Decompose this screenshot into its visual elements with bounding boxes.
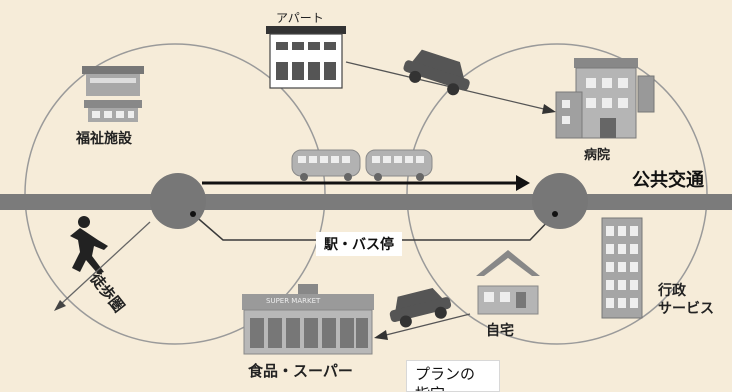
home-house-icon [476,250,540,315]
hospital-building-icon [555,58,655,139]
plan-popup-line1: プランの [415,365,476,383]
right-station-node [532,173,588,229]
plan-popup[interactable]: プランの 指定 [406,360,500,392]
welfare-facility-icon [82,66,144,122]
home-label: 自宅 [486,323,514,339]
government-label-line1: 行政 [658,283,686,299]
transit-arrow-head [516,175,530,191]
left-station-dot [190,211,196,217]
apartment-to-hospital-arrow [345,61,549,111]
bus-icon [291,149,361,181]
welfare-facility-label: 福祉施設 [76,131,132,147]
apartment-label: アパート [276,11,324,25]
car-icon [389,288,452,328]
hospital-label: 病院 [584,148,611,163]
bus-icon [365,149,433,181]
apartment-building-icon [266,26,346,89]
public-transport-label: 公共交通 [632,170,704,191]
supermarket-label: 食品・スーパー [248,362,353,380]
supermarket-building-icon [242,284,374,355]
government-office-icon [601,217,643,319]
walking-person-icon [70,216,108,274]
apartment-to-hospital-arrowhead [542,104,556,114]
plan-popup-line2: 指定 [415,383,445,391]
right-station-dot [552,211,558,217]
public-transport-line [0,194,732,210]
station-bus-stop-label: 駅・バス停 [316,232,402,256]
home-to-supermarket-arrowhead [374,330,388,340]
car-icon [403,49,470,96]
supermarket-sign: SUPER MARKET [266,297,321,305]
walking-range-arrow [59,221,151,306]
walking-range-arrowhead [54,300,66,311]
government-label-line2: サービス [658,301,714,317]
left-station-node [150,173,206,229]
home-to-supermarket-arrow [381,313,471,337]
